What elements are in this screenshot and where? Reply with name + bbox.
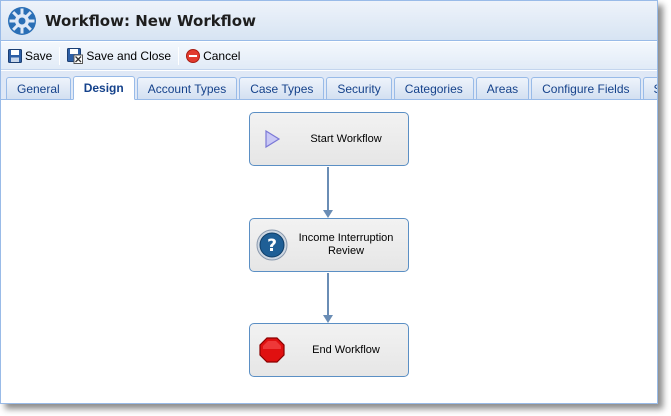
save-close-icon — [67, 47, 84, 64]
tab-areas[interactable]: Areas — [475, 77, 530, 99]
connector-arrow-icon — [323, 210, 333, 218]
svg-text:?: ? — [267, 236, 277, 256]
tab-general[interactable]: General — [6, 77, 71, 99]
tab-solutions[interactable]: Solutions — [642, 77, 657, 99]
tab-strip: General Design Account Types Case Types … — [1, 71, 657, 100]
window-title: Workflow: New Workflow — [45, 11, 256, 30]
workflow-design-canvas: Start Workflow ? Income Interruption Rev… — [1, 101, 657, 403]
connector-line — [327, 167, 329, 211]
connector-arrow-icon — [323, 315, 333, 323]
save-button[interactable]: Save — [5, 45, 55, 67]
cancel-label: Cancel — [203, 48, 241, 63]
play-icon — [256, 123, 288, 155]
workflow-node-review[interactable]: ? Income Interruption Review — [249, 218, 409, 272]
window-titlebar: Workflow: New Workflow — [1, 1, 657, 41]
tab-categories[interactable]: Categories — [393, 77, 474, 99]
question-icon: ? — [256, 229, 288, 261]
workflow-node-start[interactable]: Start Workflow — [249, 112, 409, 166]
toolbar-separator — [59, 46, 61, 65]
save-label: Save — [25, 48, 53, 63]
cancel-button[interactable]: Cancel — [183, 45, 243, 67]
workflow-window: Workflow: New Workflow Save Save and Clo… — [0, 0, 658, 404]
connector-line — [327, 273, 329, 316]
tab-security[interactable]: Security — [326, 77, 392, 99]
save-and-close-button[interactable]: Save and Close — [64, 45, 174, 67]
workflow-node-end[interactable]: End Workflow — [249, 323, 409, 377]
tab-configure-fields[interactable]: Configure Fields — [531, 77, 641, 99]
toolbar: Save Save and Close Cancel — [1, 42, 657, 70]
toolbar-separator — [178, 46, 180, 65]
gear-icon — [6, 5, 38, 37]
tab-account-types[interactable]: Account Types — [136, 77, 238, 99]
cancel-icon — [186, 48, 201, 63]
floppy-disk-icon — [8, 48, 22, 63]
node-label: Income Interruption Review — [298, 232, 394, 257]
node-label: Start Workflow — [310, 132, 382, 145]
stop-icon — [256, 334, 288, 366]
node-label: End Workflow — [312, 343, 380, 356]
tab-design[interactable]: Design — [72, 76, 135, 100]
save-and-close-label: Save and Close — [86, 48, 172, 63]
tab-case-types[interactable]: Case Types — [239, 77, 325, 99]
